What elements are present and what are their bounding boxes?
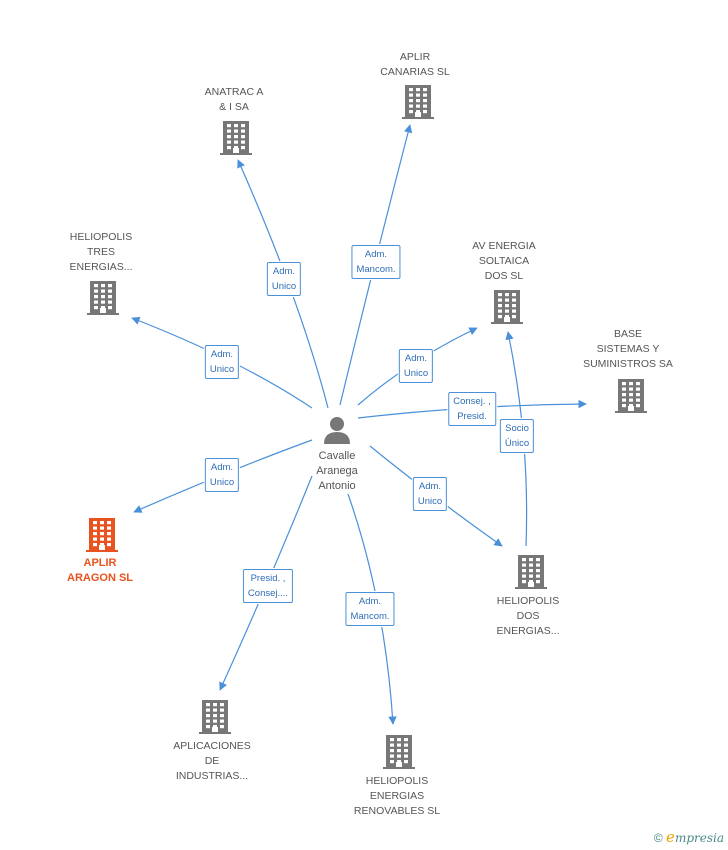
building-icon[interactable] bbox=[515, 555, 547, 589]
relation-label[interactable]: Adm. Mancom. bbox=[345, 592, 395, 626]
person-name[interactable]: Cavalle Aranega Antonio bbox=[316, 450, 358, 492]
building-icon[interactable] bbox=[86, 518, 118, 552]
brand-logo-e: e bbox=[666, 828, 675, 846]
copyright-symbol: © bbox=[653, 831, 663, 845]
relation-label[interactable]: Adm. Mancom. bbox=[351, 245, 401, 279]
relation-label[interactable]: Consej. , Presid. bbox=[448, 392, 496, 426]
company-label-anatraca[interactable]: ANATRAC A & I SA bbox=[204, 86, 264, 113]
company-label-av-energia[interactable]: AV ENERGIA SOLTAICA DOS SL bbox=[472, 240, 536, 282]
building-icon[interactable] bbox=[402, 85, 434, 119]
person-icon[interactable] bbox=[324, 417, 350, 444]
company-label-heliopolis-tres[interactable]: HELIOPOLIS TRES ENERGIAS... bbox=[69, 231, 133, 273]
building-icon[interactable] bbox=[220, 121, 252, 155]
company-label-aplicaciones[interactable]: APLICACIONES DE INDUSTRIAS... bbox=[173, 740, 251, 782]
relation-label[interactable]: Socio Único bbox=[499, 419, 535, 453]
building-icon[interactable] bbox=[383, 735, 415, 769]
building-icon[interactable] bbox=[199, 700, 231, 734]
company-label-aplir-canarias[interactable]: APLIR CANARIAS SL bbox=[380, 51, 450, 78]
relation-label[interactable]: Presid. , Consej.... bbox=[242, 569, 294, 603]
company-label-heliopolis-dos[interactable]: HELIOPOLIS DOS ENERGIAS... bbox=[496, 595, 560, 637]
building-icon[interactable] bbox=[615, 379, 647, 413]
relation-label[interactable]: Adm. Unico bbox=[204, 458, 240, 492]
footer-brand[interactable]: © empresia bbox=[654, 828, 724, 846]
relation-label[interactable]: Adm. Unico bbox=[412, 477, 448, 511]
building-icon[interactable] bbox=[87, 281, 119, 315]
relation-label[interactable]: Adm. Unico bbox=[398, 349, 434, 383]
brand-name: mpresia bbox=[674, 831, 724, 845]
company-label-heliopolis-renovables[interactable]: HELIOPOLIS ENERGIAS RENOVABLES SL bbox=[353, 775, 441, 817]
company-label-base-sistemas[interactable]: BASE SISTEMAS Y SUMINISTROS SA bbox=[583, 328, 673, 370]
relation-label[interactable]: Adm. Unico bbox=[266, 262, 302, 296]
relation-label[interactable]: Adm. Unico bbox=[204, 345, 240, 379]
company-label-aplir-aragon[interactable]: APLIR ARAGON SL bbox=[67, 557, 133, 584]
building-icon[interactable] bbox=[491, 290, 523, 324]
